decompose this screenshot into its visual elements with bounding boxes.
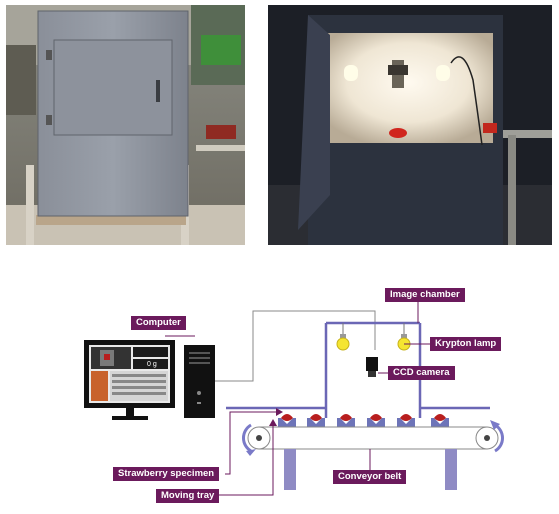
belt-support-right: [445, 449, 457, 490]
belt-support-left: [284, 449, 296, 490]
label-krypton-lamp: Krypton lamp: [430, 337, 502, 351]
krypton-lamp-right-icon: [397, 323, 411, 351]
leader-lines: [165, 302, 430, 496]
label-image-chamber: Image chamber: [385, 288, 465, 302]
ccd-camera-icon: [366, 357, 378, 377]
tray-with-strawberry: [278, 414, 296, 427]
signal-cable: [215, 310, 376, 382]
photo-chamber-open: [268, 5, 552, 245]
tray-with-strawberry: [367, 414, 385, 427]
computer-monitor-icon: 0 g: [84, 340, 175, 420]
label-strawberry-specimen: Strawberry specimen: [113, 467, 220, 481]
moving-tray-row: [278, 414, 449, 427]
krypton-lamp-left-icon: [336, 323, 350, 351]
monitor-readout: 0 g: [147, 361, 157, 368]
system-schematic: 0 g: [84, 302, 505, 496]
conveyor-belt-icon: [241, 420, 505, 456]
tray-with-strawberry: [307, 414, 325, 427]
tray-with-strawberry: [397, 414, 415, 427]
tray-with-strawberry: [337, 414, 355, 427]
label-computer: Computer: [131, 316, 186, 330]
label-conveyor-belt: Conveyor belt: [333, 470, 407, 484]
photo-chamber-closed: [6, 5, 245, 245]
computer-tower-icon: [184, 345, 215, 418]
tray-with-strawberry: [431, 414, 449, 427]
label-moving-tray: Moving tray: [156, 489, 220, 503]
label-ccd-camera: CCD camera: [388, 366, 455, 380]
